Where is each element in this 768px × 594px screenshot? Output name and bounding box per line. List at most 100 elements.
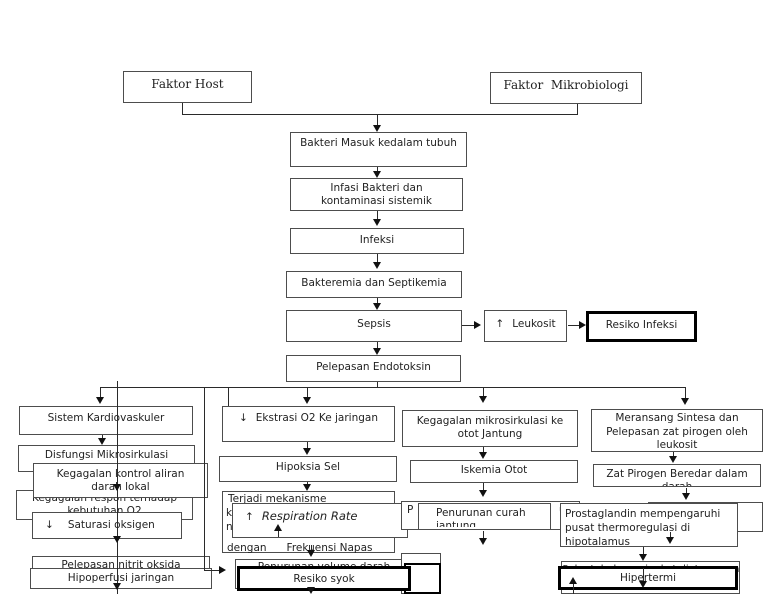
arrowhead-down-icon [307, 587, 315, 594]
box-label-line2: kontaminasi sistemik [321, 195, 432, 207]
box-zat-pirogen: Zat Pirogen Beredar dalam darah [593, 464, 761, 487]
connector-line [483, 483, 484, 491]
box-label-line1: Zat Pirogen Beredar dalam [606, 468, 748, 480]
box-resiko-infeksi: Resiko Infeksi [586, 311, 697, 342]
box-ekstrasi-o2: ↓ Ekstrasi O2 Ke jaringan [222, 406, 395, 442]
arrowhead-down-icon [98, 438, 106, 445]
connector-line [568, 325, 580, 326]
arrowhead-down-icon [373, 219, 381, 226]
arrowhead-down-icon [479, 452, 487, 459]
arrowhead-down-icon [373, 303, 381, 310]
down-arrow-icon: ↓ [238, 412, 248, 424]
down-arrow-icon: ↓ [45, 519, 54, 531]
box-label: Sepsis [357, 318, 391, 330]
connector-line [462, 325, 475, 326]
arrowhead-down-icon [303, 448, 311, 455]
arrowhead-down-icon [479, 490, 487, 497]
connector-line [577, 104, 578, 115]
box-label: Infeksi [359, 234, 395, 246]
box-pelepasan-endotoksin: Pelepasan Endotoksin [286, 355, 461, 382]
box-label-line3-clipped: hipotalamus [565, 536, 630, 547]
connector-line [685, 387, 686, 399]
connector-line [573, 583, 574, 594]
box-label-line1: Kegagalan mikrosirkulasi ke [416, 415, 564, 427]
connector-line [483, 447, 484, 453]
clipped-text-fragment: k [226, 507, 233, 519]
box-terjadi-mekanisme-line4: dengan Frekuensi Napas [227, 542, 373, 554]
arrowhead-down-icon [303, 397, 311, 404]
box-label: Hipoksia Sel [275, 461, 341, 473]
box-infasi-bakteri: Infasi Bakteri dan kontaminasi sistemik [290, 178, 463, 211]
box-label: Resiko syok [293, 573, 355, 585]
box-label: Sistem Kardiovaskuler [47, 412, 165, 424]
box-label-line1: Prostaglandin mempengaruhi [565, 508, 721, 520]
arrowhead-right-icon [474, 321, 481, 329]
box-label: Bakteri Masuk kedalam tubuh [300, 137, 457, 149]
connector-line [311, 545, 312, 551]
arrowhead-down-icon [307, 550, 315, 557]
connector-line [377, 298, 378, 304]
arrowhead-down-icon [373, 348, 381, 355]
box-label-line2: otot Jantung [457, 428, 523, 440]
connector-line [377, 342, 378, 349]
box-iskemia-otot: Iskemia Otot [410, 460, 578, 483]
arrowhead-right-icon [579, 321, 586, 329]
connector-line [228, 387, 229, 406]
arrowhead-down-icon [669, 456, 677, 463]
box-label: Hipertermi [619, 572, 677, 584]
connector-line [377, 167, 378, 172]
arrowhead-down-icon [479, 396, 487, 403]
connector-line [307, 387, 308, 398]
connector-line [102, 435, 103, 439]
connector-line [377, 211, 378, 220]
box-label: Disfungsi Mikrosirkulasi [44, 449, 169, 461]
connector-line [100, 387, 685, 388]
connector-line [377, 114, 378, 126]
arrowhead-down-icon [682, 493, 690, 500]
arrowhead-down-icon [373, 171, 381, 178]
box-label: Faktor Host [151, 77, 224, 91]
clipped-text-fragment: P [407, 504, 414, 516]
up-arrow-icon: ↑ [245, 511, 254, 523]
box-penurunan-curah-jantung: Penurunan curah jantung [418, 503, 551, 530]
arrowhead-up-icon [569, 577, 577, 584]
box-saturasi-oksigen: ↓ Saturasi oksigen [32, 512, 182, 539]
arrowhead-down-icon [681, 398, 689, 405]
box-label: Leukosit [512, 318, 556, 330]
connector-line [673, 452, 674, 457]
box-label-line1: Penurunan curah [436, 507, 526, 519]
box-label-line2: Pelepasan zat pirogen oleh [606, 425, 748, 438]
box-label: Iskemia Otot [460, 464, 528, 476]
box-label-line2: pusat thermoregulasi di [565, 522, 691, 534]
connector-line [204, 570, 220, 571]
connector-line [278, 528, 279, 537]
connector-line [182, 103, 183, 115]
connector-line [483, 531, 484, 539]
arrowhead-down-icon [113, 484, 121, 491]
box-label: Saturasi oksigen [67, 519, 155, 531]
box-label: Ekstrasi O2 Ke jaringan [255, 412, 379, 424]
arrowhead-down-icon [113, 536, 121, 543]
arrowhead-right-icon [219, 566, 226, 574]
box-label-line2-clipped: darah [661, 481, 693, 487]
arrowhead-up-icon [274, 524, 282, 531]
connector-line [307, 482, 308, 485]
box-hipoksia-sel: Hipoksia Sel [219, 456, 397, 482]
box-leukosit: ↑Leukosit [484, 310, 567, 342]
box-label: Resiko Infeksi [605, 319, 678, 331]
box-resiko-syok: Resiko syok [237, 566, 411, 591]
connector-line [100, 387, 101, 398]
arrowhead-down-icon [666, 537, 674, 544]
box-kegagalan-mikrosirkulasi: Kegagalan mikrosirkulasi ke otot Jantung [402, 410, 578, 447]
arrowhead-down-icon [479, 538, 487, 545]
connector-line [204, 387, 205, 570]
box-label-line1: Meransang Sintesa dan [615, 412, 739, 424]
box-hipertermi: Hipertermi [558, 566, 738, 590]
box-label-line2-clipped: jantung [436, 520, 477, 527]
box-label: Pelepasan Endotoksin [316, 361, 431, 373]
connector-line [686, 488, 687, 494]
box-label-line3-clipped: leukosit [656, 439, 698, 451]
connector-line [643, 568, 644, 582]
box-prostaglandin: Prostaglandin mempengaruhi pusat thermor… [560, 503, 738, 547]
